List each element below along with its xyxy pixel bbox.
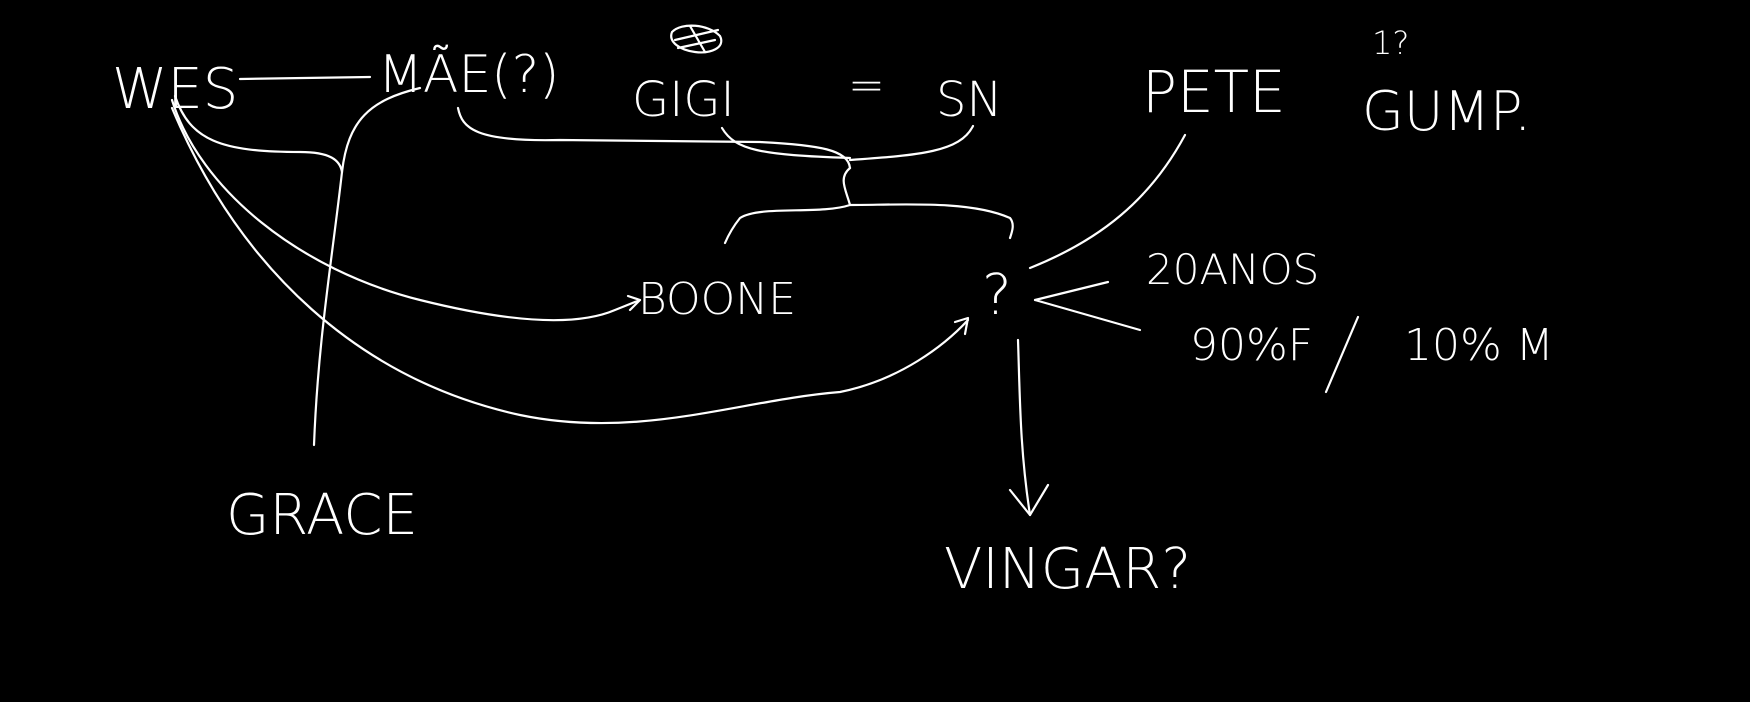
connections <box>170 24 1360 517</box>
label-pete-query: 1? <box>1372 24 1409 62</box>
label-unknown: ? <box>982 263 1012 328</box>
arrowhead-unknown <box>953 316 970 336</box>
label-age: 20ANOS <box>1146 245 1319 294</box>
label-gigi: GIGI <box>632 72 735 128</box>
label-wes: WES <box>112 57 238 122</box>
line-wes-mae <box>238 75 372 81</box>
label-grace: GRACE <box>226 483 418 548</box>
label-sn: SN <box>936 72 1002 128</box>
label-pete: PETE <box>1142 58 1286 126</box>
label-mae: MÃE(?) <box>378 44 559 105</box>
label-vingar: VINGAR? <box>944 537 1191 602</box>
label-boone: BOONE <box>638 274 796 325</box>
label-gump: GUMP. <box>1362 80 1531 143</box>
arrow-unknown-vingar <box>1016 338 1032 517</box>
line-pete-unknown <box>1028 133 1187 270</box>
arrowhead-boone <box>626 294 642 312</box>
line-gigi-family <box>720 126 852 160</box>
label-ratio-m: 10% M <box>1404 320 1554 371</box>
label-equals: = <box>848 60 885 111</box>
line-wes-unknown <box>170 106 970 425</box>
label-ratio-f: 90%F <box>1190 320 1313 371</box>
annotations: 20ANOS 90%F 10% M <box>1146 245 1554 371</box>
node-labels: WES MÃE(?) GIGI = SN PETE 1? GUMP. BOONE… <box>112 24 1531 602</box>
line-to-grace <box>312 170 344 447</box>
line-ratio-unknown <box>1033 298 1142 332</box>
arrowhead-unknown-vingar <box>1008 483 1050 517</box>
line-wes-boone <box>170 98 642 322</box>
line-sn-family <box>848 124 975 162</box>
scribble-mark <box>670 24 723 54</box>
slash-divider <box>1324 315 1360 394</box>
line-age-unknown <box>1033 280 1110 302</box>
line-family-boone <box>723 166 852 245</box>
line-wes-grace-branch <box>173 94 344 174</box>
line-mae-family <box>456 106 852 170</box>
line-mae-grace-branch <box>340 86 422 174</box>
line-family-unknown <box>848 203 1014 240</box>
